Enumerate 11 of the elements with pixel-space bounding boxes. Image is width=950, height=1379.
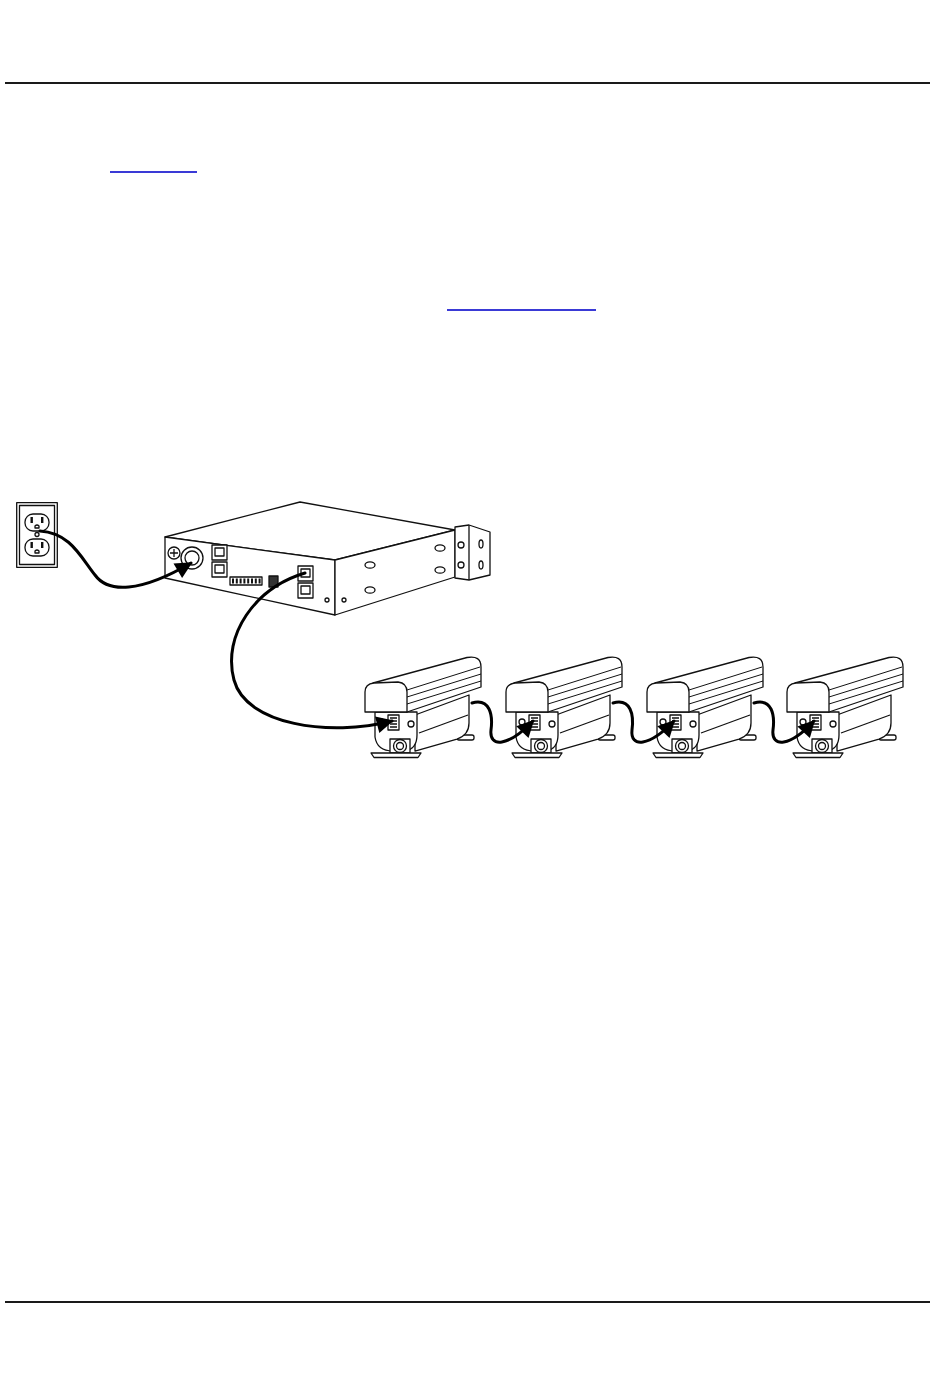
power-supply-drawing: [163, 499, 491, 617]
light-fixture-drawing: [787, 655, 904, 758]
wall-outlet-drawing: [16, 502, 58, 568]
cable-arrow: [752, 700, 816, 744]
light-fixture-drawing: [506, 655, 623, 758]
cable-arrow: [230, 571, 394, 733]
light-fixture-drawing: [647, 655, 764, 758]
cable-arrow: [470, 700, 535, 744]
cable-arrow: [611, 700, 676, 744]
light-fixture-drawing: [365, 655, 482, 758]
cable-arrow: [38, 529, 193, 589]
